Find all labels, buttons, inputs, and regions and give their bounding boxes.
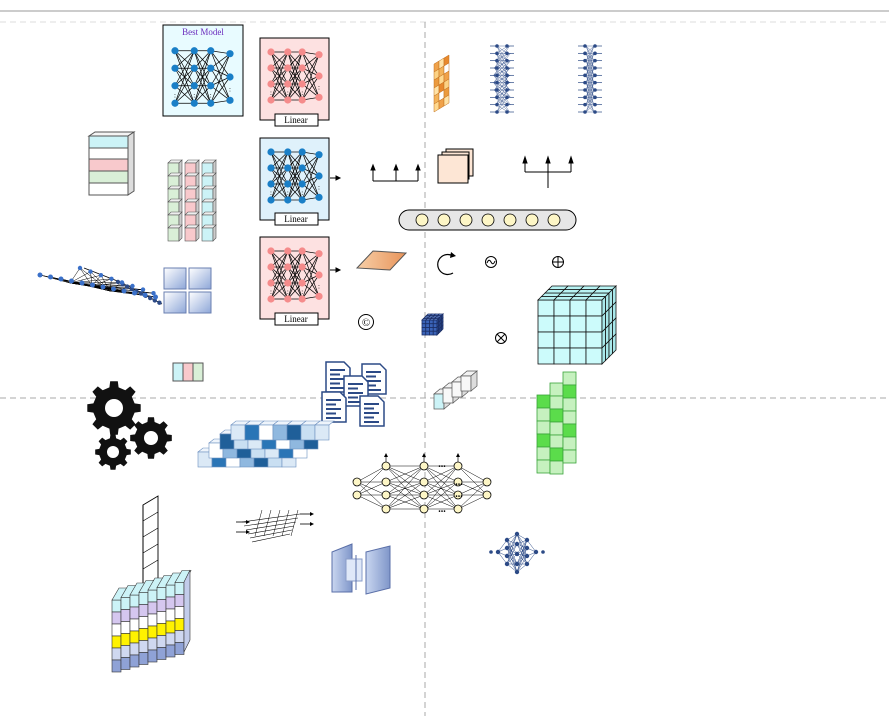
svg-text:...: ... <box>438 459 446 470</box>
patch-grid-icon <box>163 267 212 314</box>
network-pink-1: :::: <box>267 48 323 104</box>
linear-label-3: Linear <box>284 314 307 324</box>
svg-text:...: ... <box>438 504 446 515</box>
svg-text::: : <box>287 288 289 296</box>
documents-icon <box>321 361 387 427</box>
plates-icon <box>331 543 391 595</box>
svg-text::: : <box>301 189 303 197</box>
diamond-network-icon <box>489 531 545 575</box>
small-token-bar-icon <box>172 362 204 382</box>
add-operator-icon <box>552 256 564 268</box>
svg-text::: : <box>318 184 320 192</box>
projection-plane-icon <box>355 250 408 271</box>
small-tensor-cube-icon <box>421 313 444 336</box>
tensor-cube-icon <box>537 285 617 365</box>
linear-label-2: Linear <box>284 214 307 224</box>
embedding-bar-icon <box>433 370 478 410</box>
svg-text::: : <box>270 288 272 296</box>
gears-icon <box>87 381 172 470</box>
stacked-layers-icon <box>87 131 136 196</box>
svg-text::: : <box>301 288 303 296</box>
svg-text::: : <box>270 89 272 97</box>
svg-text:...: ... <box>455 477 463 488</box>
branch-arrows-icon-2 <box>522 155 574 188</box>
svg-text::: : <box>318 283 320 291</box>
svg-text::: : <box>210 92 212 100</box>
svg-text::: : <box>318 84 320 92</box>
vertical-network-icon-2 <box>578 44 602 114</box>
best-model-network: :::: <box>171 47 234 107</box>
model-box-2[interactable]: :::: Linear <box>259 137 330 226</box>
model-arrows <box>330 175 342 273</box>
multiply-operator-icon <box>495 332 507 344</box>
sine-operator-icon <box>485 256 497 268</box>
svg-text::: : <box>229 86 231 94</box>
sequence-network-icon: ............ <box>352 453 492 515</box>
model-box-3[interactable]: :::: Linear <box>259 236 330 326</box>
svg-text:...: ... <box>455 489 463 500</box>
svg-text::: : <box>270 189 272 197</box>
branch-arrows-icon-1 <box>370 163 421 182</box>
brick-layers-icon <box>197 420 335 468</box>
model-box-1[interactable]: :::: Linear <box>259 37 330 127</box>
svg-text::: : <box>174 92 176 100</box>
network-blue-2: :::: <box>267 148 323 204</box>
concat-operator-icon: © <box>358 314 374 330</box>
svg-text:©: © <box>362 317 370 329</box>
svg-text::: : <box>193 92 195 100</box>
tilted-layer-icon <box>236 509 314 543</box>
svg-text::: : <box>287 189 289 197</box>
feature-graph-icon <box>37 265 163 305</box>
svg-text::: : <box>301 89 303 97</box>
network-pink-3: :::: <box>267 247 323 303</box>
token-sequence-icon <box>398 209 577 231</box>
best-model-box[interactable]: Best Model :::: <box>162 24 244 117</box>
attention-map-icon <box>433 54 450 113</box>
layered-block-icon <box>111 495 192 673</box>
linear-label-1: Linear <box>284 115 307 125</box>
feature-maps-icon <box>437 148 474 184</box>
token-columns-icon <box>167 159 217 242</box>
svg-text::: : <box>287 89 289 97</box>
best-model-label: Best Model <box>182 27 224 37</box>
loop-arrow-icon <box>437 252 456 276</box>
vertical-network-icon-1 <box>490 44 514 114</box>
green-blocks-icon <box>536 371 577 475</box>
